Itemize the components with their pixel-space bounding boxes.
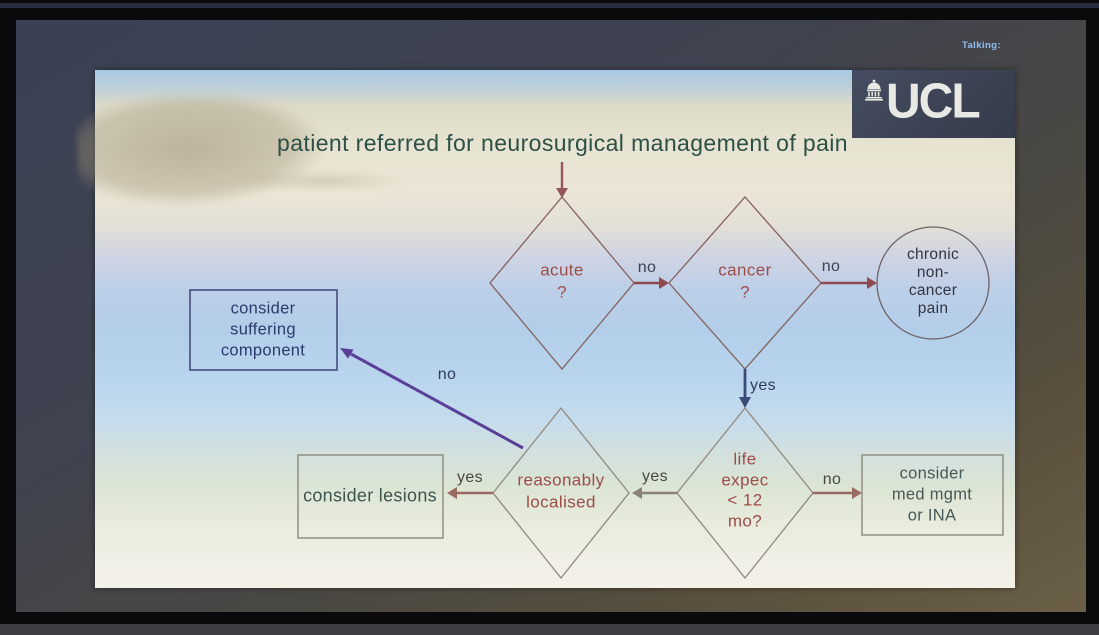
edge-label-cancer-yes: yes [749,377,777,394]
edge-label-life-yes: yes [641,468,669,485]
rect-med-mgmt-outline [861,454,1004,536]
edge-label-life-no: no [822,471,842,488]
edge-label-localised-no: no [437,366,457,383]
talking-indicator: Talking: [962,40,1001,51]
bezel-highlight [0,3,1099,8]
rect-suffering-outline [189,289,338,371]
diamond-life-expectancy-outline [676,406,814,580]
edge-label-acute-no: no [637,259,657,276]
arrow-localised-suffering [350,352,524,450]
edge-label-cancer-no: no [821,258,841,275]
rect-lesions-outline [297,454,444,539]
diamond-acute-outline [489,195,635,371]
arrowhead-acute-cancer [659,277,669,289]
node-reasonably-localised: reasonably localised [517,470,605,511]
arrowhead-localised-suffering [340,348,354,359]
node-consider-med-mgmt: consider med mgmt or INA [891,464,973,525]
arrowhead-referral-acute [556,188,568,198]
arrowhead-life-med [852,487,862,499]
node-life-expectancy: life expec < 12 mo? [721,449,769,531]
node-referral: patient referred for neurosurgical manag… [277,130,848,156]
diamond-localised-outline [492,406,630,580]
projector-screen: Talking: patient referred for neurosurgi… [16,20,1086,612]
ucl-portico-icon [865,79,883,101]
slide: patient referred for neurosurgical manag… [74,70,1015,588]
node-acute: acute ? [540,260,584,301]
arrowhead-localised-lesions [447,487,457,499]
node-consider-lesions: consider lesions [303,485,437,506]
node-consider-suffering: consider suffering component [220,299,306,360]
node-cancer: cancer ? [718,260,772,301]
below-monitor-strip [0,624,1099,635]
slide-texture-streak [245,168,435,194]
node-chronic-non-cancer-pain: chronic non- cancer pain [906,246,960,317]
arrowhead-cancer-chronic [867,277,877,289]
ucl-logo: UCL [852,70,1015,138]
flowchart-graphics [189,162,1004,580]
ucl-logo-text: UCL [886,74,981,129]
arrowhead-cancer-life [739,397,751,408]
arrowhead-life-localised [632,487,642,499]
edge-label-localised-yes: yes [456,469,484,486]
